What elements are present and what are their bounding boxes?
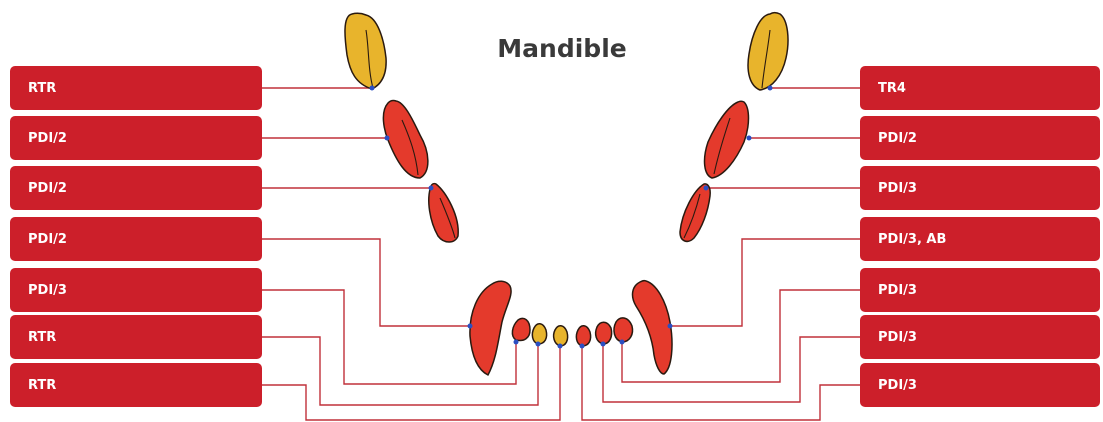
right-canine (633, 281, 672, 374)
right-label-1: TR4 (860, 66, 1100, 110)
dot-right-2 (747, 136, 752, 141)
left-tooth-2 (383, 101, 427, 178)
dot-left-4 (468, 324, 473, 329)
left-molar-yellow (345, 13, 386, 89)
right-label-6: PDI/3 (860, 315, 1100, 359)
right-label-2: PDI/2 (860, 116, 1100, 160)
dot-right-4 (668, 324, 673, 329)
dot-right-3 (704, 186, 709, 191)
left-label-5: PDI/3 (10, 268, 262, 312)
left-label-4: PDI/2 (10, 217, 262, 261)
right-label-7: PDI/3 (860, 363, 1100, 407)
right-molar-yellow (748, 13, 788, 91)
teeth (345, 13, 788, 376)
left-label-7: RTR (10, 363, 262, 407)
left-label-6: RTR (10, 315, 262, 359)
right-label-3: PDI/3 (860, 166, 1100, 210)
left-incisor-yellow-2 (554, 326, 568, 346)
left-tooth-3 (429, 184, 458, 242)
dot-left-5 (514, 340, 519, 345)
dot-left-6 (536, 342, 541, 347)
left-canine (470, 281, 511, 375)
dot-right-6 (601, 342, 606, 347)
left-premolar-red (512, 318, 530, 340)
connector-right-6 (603, 337, 860, 402)
diagram-title: Mandible (482, 34, 642, 63)
dot-left-3 (429, 186, 434, 191)
left-incisor-yellow-1 (532, 324, 546, 344)
dot-left-1 (370, 86, 375, 91)
left-label-1: RTR (10, 66, 262, 110)
dot-right-7 (580, 344, 585, 349)
dot-right-5 (620, 340, 625, 345)
dot-left-2 (385, 136, 390, 141)
connection-dots (370, 86, 773, 349)
right-incisor-red-2 (596, 322, 612, 344)
left-label-2: PDI/2 (10, 116, 262, 160)
right-premolar-red (614, 318, 633, 342)
connector-lines (262, 88, 860, 420)
dot-left-7 (558, 344, 563, 349)
right-tooth-3 (680, 184, 710, 242)
connector-right-4 (670, 239, 860, 326)
right-tooth-2 (705, 101, 749, 178)
dot-right-1 (768, 86, 773, 91)
left-label-3: PDI/2 (10, 166, 262, 210)
right-label-5: PDI/3 (860, 268, 1100, 312)
right-label-4: PDI/3, AB (860, 217, 1100, 261)
connector-left-4 (262, 239, 470, 326)
right-incisor-red-1 (576, 326, 590, 346)
connector-right-7 (582, 346, 860, 420)
